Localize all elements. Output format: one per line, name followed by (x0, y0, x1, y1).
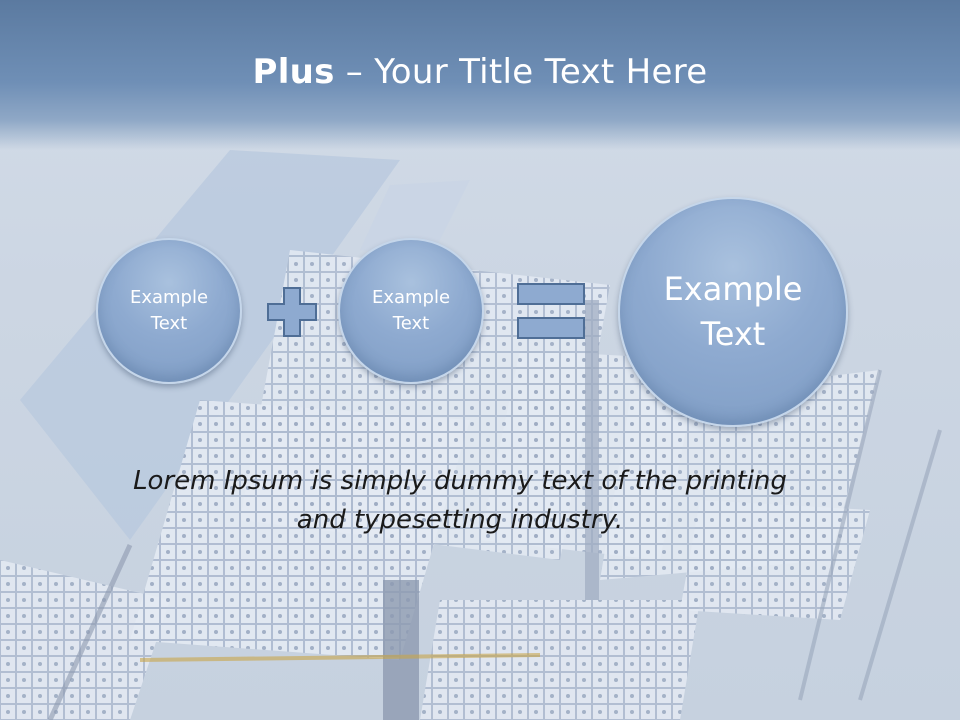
plus-icon (267, 287, 317, 337)
circle-2-line-1: Example (371, 286, 451, 308)
example-circle-1: Example Text (96, 238, 242, 384)
title-rest: – Your Title Text Here (334, 52, 708, 92)
circle-2-line-2: Text (392, 313, 430, 334)
circle-1-line-1: Example (129, 286, 209, 308)
title-band (0, 0, 960, 150)
title-bold: Plus (252, 52, 335, 92)
body-line-1: Lorem Ipsum is simply dummy text of the … (133, 466, 787, 496)
example-circle-2: Example Text (338, 238, 484, 384)
slide-title: Plus – Your Title Text Here (0, 52, 960, 92)
circle-1-line-2: Text (150, 313, 188, 334)
equals-icon (517, 283, 585, 339)
circle-3-line-2: Text (700, 315, 766, 353)
example-circle-result: Example Text (618, 197, 848, 427)
body-line-2: and typesetting industry. (296, 505, 624, 535)
circle-3-line-1: Example (663, 270, 803, 309)
body-text: Lorem Ipsum is simply dummy text of the … (100, 462, 820, 540)
